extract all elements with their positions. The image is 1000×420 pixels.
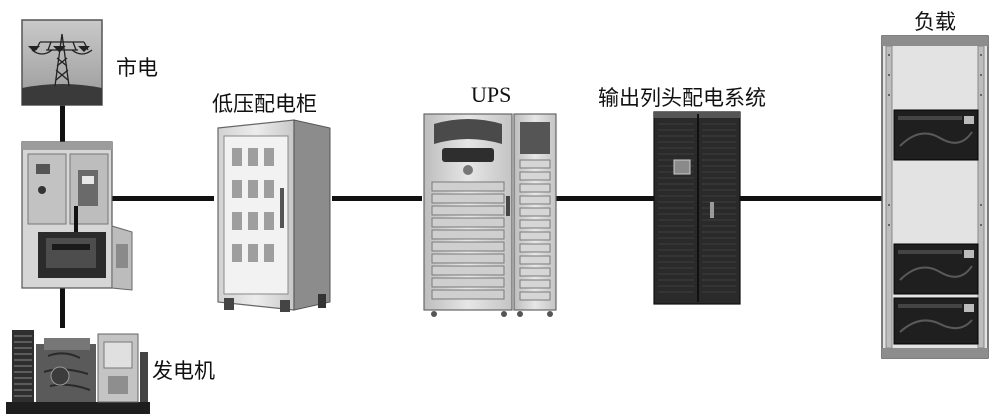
line-utility-to-switchgear <box>60 105 65 143</box>
label-ups: UPS <box>471 82 512 107</box>
line-distribution-to-load <box>740 196 886 201</box>
label-utility: 市电 <box>116 56 158 80</box>
label-generator: 发电机 <box>152 359 215 383</box>
low-voltage-cabinet-icon <box>217 119 331 312</box>
line-switchgear-to-generator <box>60 288 65 328</box>
switchgear-cabinet-icon <box>21 141 133 291</box>
line-switchgear-to-lv-cabinet <box>110 196 214 201</box>
line-lv-cabinet-to-ups <box>332 196 422 201</box>
label-low-voltage-cabinet: 低压配电柜 <box>212 92 317 116</box>
generator-icon <box>6 330 150 414</box>
ups-cabinet-icon <box>423 113 557 317</box>
load-server-rack-icon <box>881 35 989 359</box>
label-output-distribution: 输出列头配电系统 <box>598 86 766 110</box>
utility-grid-icon <box>21 19 103 106</box>
line-ups-to-distribution <box>555 196 655 201</box>
label-load: 负载 <box>914 10 956 34</box>
output-distribution-cabinet-icon <box>653 111 741 305</box>
